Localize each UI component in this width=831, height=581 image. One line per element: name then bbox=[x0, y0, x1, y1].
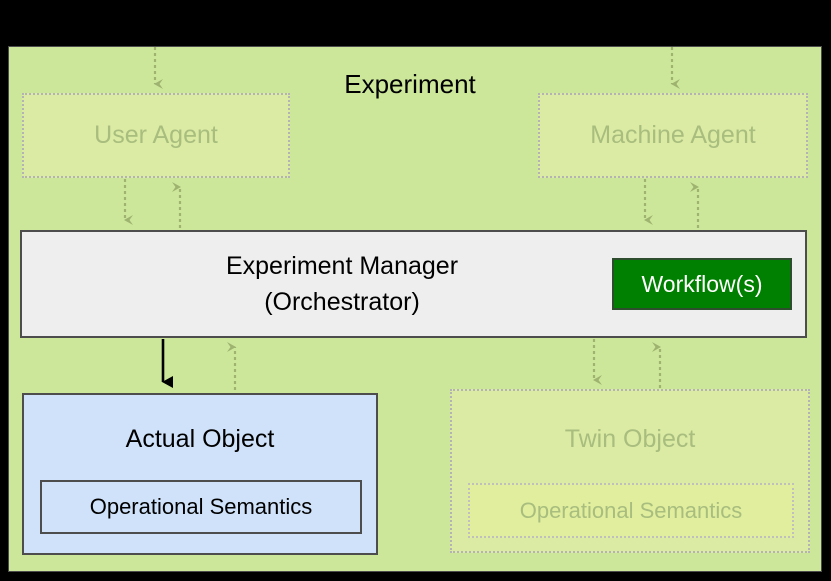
user-agent-box[interactable]: User Agent bbox=[22, 93, 290, 178]
twin-object-box[interactable]: Twin Object Operational Semantics bbox=[450, 389, 810, 553]
twin-object-title: Twin Object bbox=[564, 425, 696, 453]
actual-object-box[interactable]: Actual Object Operational Semantics bbox=[22, 393, 378, 555]
machine-agent-box[interactable]: Machine Agent bbox=[538, 93, 808, 178]
experiment-manager-title: Experiment Manager bbox=[225, 252, 459, 280]
experiment-manager-text: Experiment Manager (Orchestrator) bbox=[22, 248, 662, 320]
actual-object-title: Actual Object bbox=[125, 425, 275, 453]
twin-object-operational-semantics-box[interactable]: Operational Semantics bbox=[468, 483, 794, 538]
user-agent-label: User Agent bbox=[94, 121, 218, 149]
workflow-box[interactable]: Workflow(s) bbox=[612, 258, 792, 310]
experiment-manager-subtitle: (Orchestrator) bbox=[264, 288, 420, 316]
twin-object-operational-semantics-label: Operational Semantics bbox=[519, 497, 743, 523]
machine-agent-label: Machine Agent bbox=[590, 121, 756, 149]
workflow-label: Workflow(s) bbox=[641, 270, 763, 297]
experiment-manager-box[interactable]: Experiment Manager (Orchestrator) Workfl… bbox=[20, 230, 807, 338]
actual-object-operational-semantics-label: Operational Semantics bbox=[89, 494, 313, 519]
actual-object-operational-semantics-box[interactable]: Operational Semantics bbox=[40, 480, 362, 534]
experiment-title: Experiment bbox=[344, 69, 476, 99]
